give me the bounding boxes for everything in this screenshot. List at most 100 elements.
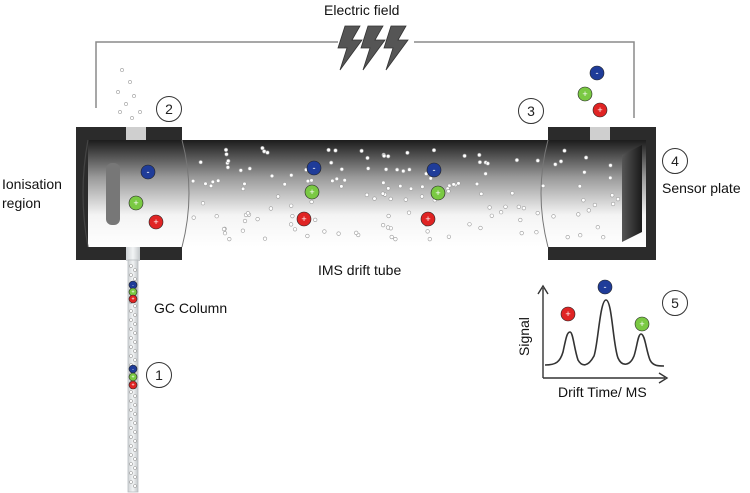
gas-molecule [133,340,137,344]
gas-molecule [276,194,281,199]
ion-charge-symbol: - [312,163,315,173]
gas-molecule [365,155,370,161]
gas-molecule [238,168,243,173]
step-5-marker: 5 [662,290,688,316]
gas-molecule [133,457,137,461]
gas-molecule [129,444,133,448]
gc-column-label: GC Column [154,300,228,316]
gas-molecule [477,160,483,165]
gas-molecule [615,197,621,202]
gas-molecule [198,160,203,165]
signal-trace [544,299,665,367]
ion-charge-symbol: + [309,187,314,197]
gas-molecule [129,354,133,358]
gas-molecule [129,336,133,340]
gas-molecule [336,231,341,236]
gas-molecule [289,173,294,178]
ion-charge-symbol: - [146,167,149,177]
gas-molecule [395,167,400,172]
gas-molecule [245,211,251,216]
gas-molecule [451,182,456,187]
gas-molecule [372,196,377,201]
gas-molecule [428,176,433,181]
gas-molecule [305,233,310,239]
tube-ring [181,139,190,248]
gas-molecule [116,90,120,94]
gas-molecule [268,206,274,211]
ion-charge-symbol: + [565,309,570,319]
ion-charge-symbol: + [131,375,134,381]
ion-body [426,162,442,178]
electric-field-wire [95,41,338,108]
ionisation-region-label: Ionisation region [2,175,62,213]
gas-molecule [462,153,467,158]
ion-positive-green: + [577,86,593,102]
step-1-marker: 1 [146,362,172,388]
gas-molecule [364,192,370,197]
gas-molecule [339,184,344,189]
sensor-plate [622,145,642,242]
gas-molecule [446,234,452,239]
gas-molecule [129,480,133,484]
gas-molecule [118,110,122,114]
gas-molecule [487,205,492,210]
gas-molecule [133,412,137,416]
gas-molecule [242,218,248,224]
gas-molecule [583,155,589,160]
gas-molecule [129,309,133,313]
gas-molecule [478,225,483,231]
gas-molecule [129,408,133,412]
ion-body [128,380,138,390]
gas-molecule [129,345,133,349]
gas-molecule [339,167,344,172]
gas-molecule [329,160,334,165]
gas-molecule [576,212,581,217]
ion-negative-blue: - [589,65,605,81]
ion-body [128,294,138,304]
gas-molecule [133,268,137,272]
ion-charge-symbol: - [595,68,598,78]
ion-charge-symbol: + [131,290,134,296]
ion-positive-green: + [430,185,446,201]
gas-molecule [499,210,504,215]
gas-molecule [214,214,219,219]
ion-body [148,214,164,230]
gas-molecule [262,236,268,241]
ion-body [589,65,605,81]
gas-molecule [519,231,524,236]
gas-molecule [551,214,556,219]
ion-charge-symbol: + [597,105,602,115]
gas-molecule [382,153,387,158]
gas-molecule [313,217,318,222]
gas-molecule [608,175,613,180]
ion-body [577,86,593,102]
tube-ring [540,139,549,248]
gas-molecule [223,147,229,152]
gas-molecule [407,167,412,172]
ion-charge-symbol: - [432,165,435,175]
gc-column [126,247,140,261]
ion-body [128,195,144,211]
gas-molecule [133,475,137,479]
ion-charge-symbol: + [425,214,430,224]
ion-charge-symbol: + [131,297,134,303]
ion-negative-blue: - [426,162,442,178]
signal-plot [537,284,669,384]
ion-positive-red: + [560,306,576,322]
ion-positive-red: + [420,211,436,227]
gas-molecule [389,234,394,240]
inlet-port [126,127,146,141]
gas-molecule [334,176,339,181]
ion-charge-symbol: + [582,89,587,99]
gas-molecule [398,184,403,189]
gas-molecule [129,462,133,466]
gas-molecule [330,178,335,183]
gas-molecule [133,448,137,452]
gas-molecule [129,399,133,403]
gas-molecule [129,426,133,430]
gas-molecule [354,230,359,235]
gas-molecule [406,210,412,215]
gas-molecule [133,304,137,308]
gas-molecule [225,165,230,170]
gas-molecule [384,167,389,172]
